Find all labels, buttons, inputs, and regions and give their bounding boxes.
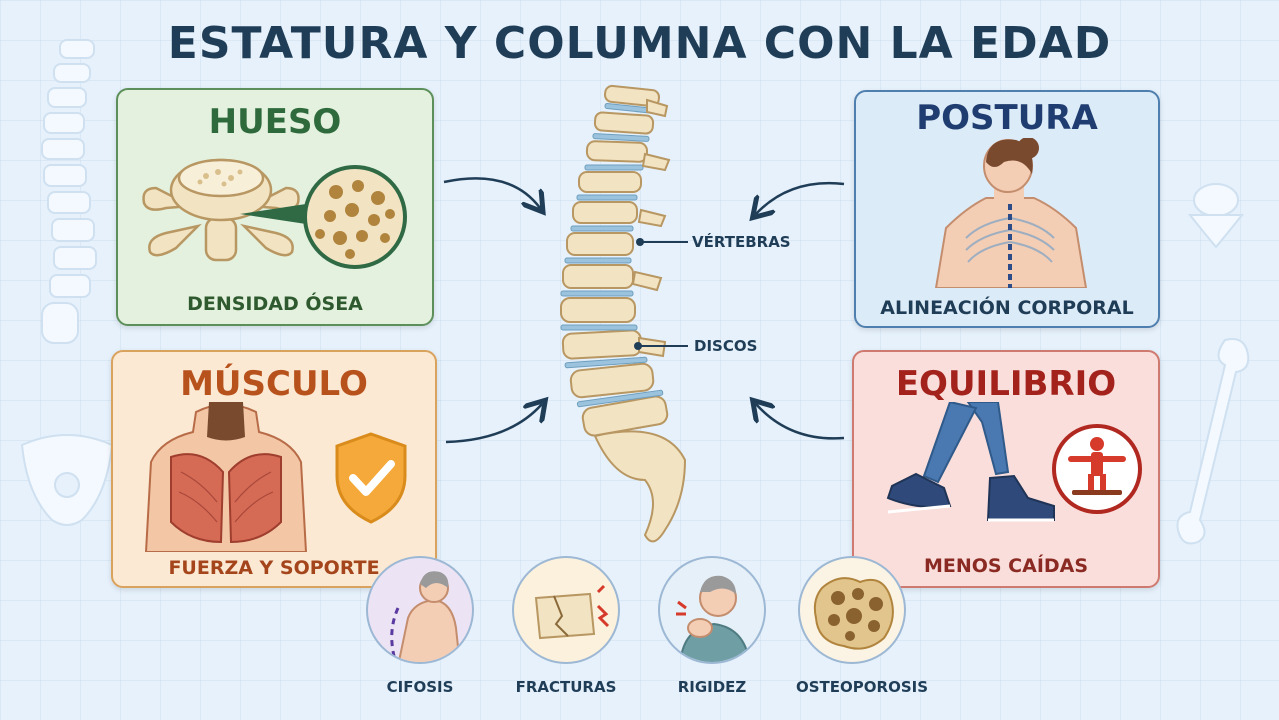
postura-title: POSTURA xyxy=(916,98,1098,138)
risk-label: RIGIDEZ xyxy=(677,678,747,696)
fracture-icon xyxy=(512,556,620,664)
risk-item-fracturas: FRACTURAS xyxy=(510,556,622,696)
vertebras-label: VÉRTEBRAS xyxy=(692,233,791,251)
back-muscles-icon xyxy=(144,402,308,552)
musculo-card: MÚSCULO FUERZA Y SOPORTE xyxy=(111,350,437,588)
background-femur-icon xyxy=(1176,338,1250,545)
risk-item-osteoporosis: OSTEOPOROSIS xyxy=(796,556,929,696)
risk-item-rigidez: RIGIDEZ xyxy=(656,556,768,696)
risk-label: FRACTURAS xyxy=(515,678,617,696)
risk-label: CIFOSIS xyxy=(386,678,454,696)
equilibrio-title: EQUILIBRIO xyxy=(895,364,1117,404)
risk-label: OSTEOPOROSIS xyxy=(796,678,929,696)
hueso-caption: DENSIDAD ÓSEA xyxy=(187,293,363,315)
background-vertebra-icon xyxy=(1187,183,1245,249)
equilibrio-card: EQUILIBRIO MENOS CAÍDAS xyxy=(852,350,1160,588)
background-pelvis-icon xyxy=(20,434,114,526)
hueso-card: HUESO DENSIDAD ÓSEA xyxy=(116,88,434,326)
spine-illustration xyxy=(560,84,687,543)
discos-label: DISCOS xyxy=(694,337,758,355)
vertebra-bone-icon xyxy=(142,158,300,262)
bone-density-detail-icon xyxy=(240,165,407,269)
walking-legs-icon xyxy=(886,402,1055,522)
background-spine-icon xyxy=(41,39,97,344)
page-title: ESTATURA Y COLUMNA CON LA EDAD xyxy=(167,18,1112,69)
musculo-title: MÚSCULO xyxy=(180,364,368,404)
woman-spine-posture-icon xyxy=(934,138,1088,288)
osteoporosis-icon xyxy=(798,556,906,664)
hueso-title: HUESO xyxy=(208,102,342,142)
equilibrio-caption: MENOS CAÍDAS xyxy=(923,555,1089,577)
musculo-caption: FUERZA Y SOPORTE xyxy=(168,557,380,579)
kyphosis-icon xyxy=(366,556,474,664)
stiffness-icon xyxy=(658,556,766,664)
balance-icon xyxy=(1052,424,1142,514)
postura-card: POSTURA ALINEACIÓN CORPORAL xyxy=(854,90,1160,328)
risk-item-cifosis: CIFOSIS xyxy=(364,556,476,696)
postura-caption: ALINEACIÓN CORPORAL xyxy=(880,297,1134,319)
shield-check-icon xyxy=(335,432,407,524)
